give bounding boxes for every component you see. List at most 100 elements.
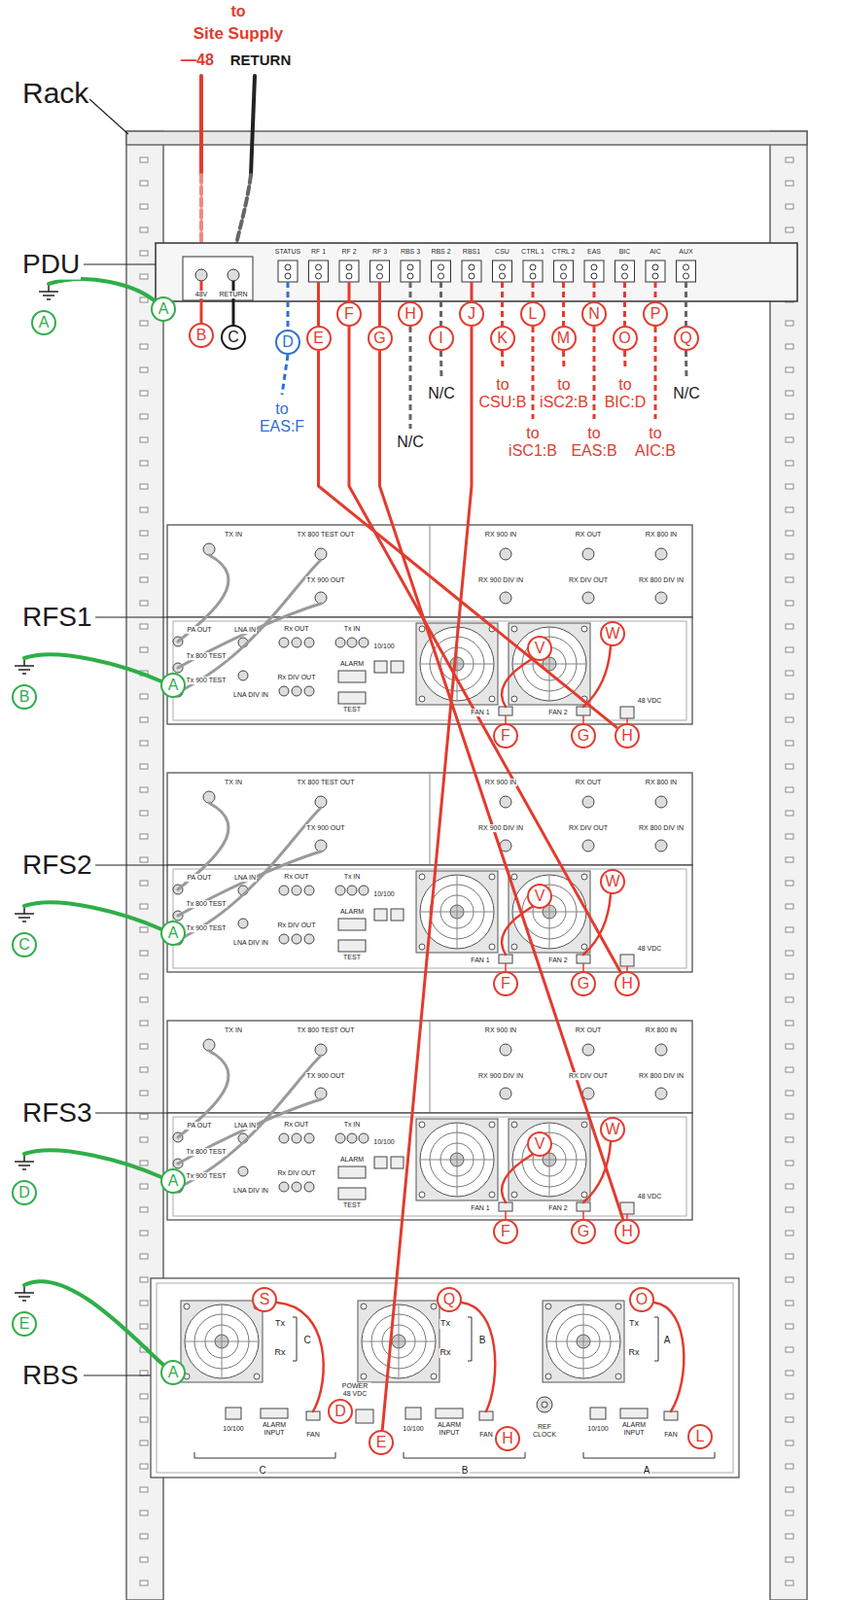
rack-hole <box>140 460 148 466</box>
rack-hole <box>140 1230 148 1236</box>
pdu-port <box>683 273 690 280</box>
leader-line <box>83 263 156 265</box>
rf-connector <box>499 1044 512 1056</box>
rack-hole <box>785 1580 794 1586</box>
rf-connector <box>304 1182 315 1193</box>
callout-circle: G <box>367 325 393 352</box>
bracket <box>525 1452 527 1459</box>
rfs-tray <box>167 1020 693 1114</box>
bracket <box>194 1458 336 1460</box>
fan-symbol <box>583 1304 585 1379</box>
diagram-label: RX 900 DIV IN <box>477 824 525 833</box>
fan-symbol <box>508 623 591 705</box>
rf-connector <box>499 548 512 561</box>
callout-letter: F <box>500 976 511 992</box>
rf-connector <box>315 1044 327 1056</box>
pdu-port <box>339 260 359 282</box>
diagram-label: Tx 900 TEST <box>184 676 227 685</box>
rack-hole <box>785 1510 794 1516</box>
callout-circle: G <box>570 1219 597 1245</box>
diagram-label: ALARM <box>339 660 365 668</box>
pdu-port <box>284 264 291 271</box>
coax-cable <box>177 803 229 890</box>
rf-connector <box>655 592 668 604</box>
callout-circle: L <box>687 1424 713 1450</box>
fan-symbol <box>456 875 458 949</box>
coax-cable <box>177 807 321 941</box>
rack-hole <box>785 1394 794 1400</box>
rf-connector <box>279 934 289 945</box>
fan-symbol <box>430 1303 437 1310</box>
diagram-label: RETURN <box>229 52 293 70</box>
diagram-label: TX 800 TEST OUT <box>296 778 356 787</box>
ground-symbol <box>22 920 27 923</box>
fan-cable <box>461 1302 495 1412</box>
cable <box>562 351 566 371</box>
pdu-port <box>615 260 635 282</box>
diagram-label: to iSC2:B <box>538 376 590 411</box>
dsub-connector <box>260 1408 288 1419</box>
pdu-port <box>316 273 322 280</box>
rfs-chassis <box>167 1113 693 1221</box>
callout-circle: A <box>31 310 57 336</box>
dsub-connector <box>338 1188 366 1200</box>
callout-circle: E <box>306 325 332 352</box>
rack-hole <box>140 647 148 653</box>
fan-symbol <box>360 1373 367 1380</box>
diagram-label: RX DIV OUT <box>567 824 609 833</box>
rack-hole <box>785 787 794 793</box>
rack-hole <box>140 1207 148 1213</box>
pdu-port <box>523 260 543 282</box>
diagram-label: LNA DIV IN <box>232 939 270 948</box>
pdu-port <box>377 264 384 271</box>
rf-connector <box>291 686 302 697</box>
rack-hole <box>785 507 794 513</box>
pdu-port <box>584 260 604 282</box>
diagram-label: RX 800 DIV IN <box>637 1072 685 1081</box>
callout-circle: O <box>629 1287 655 1313</box>
callout-letter: G <box>577 728 590 744</box>
panel-divider <box>429 525 431 618</box>
bracket <box>583 1452 585 1459</box>
ground-symbol <box>18 1296 31 1299</box>
callout-circle: E <box>11 1311 37 1337</box>
rack-hole <box>785 1464 794 1470</box>
diagram-label: RX DIV OUT <box>567 576 609 585</box>
pdu-port <box>676 260 697 282</box>
diagram-label: to iSC1:B <box>507 424 559 459</box>
callout-circle: O <box>612 325 638 352</box>
rack-hole <box>785 974 794 980</box>
callout-letter: E <box>313 330 324 347</box>
leader-line <box>504 963 507 972</box>
leader-line <box>504 715 507 724</box>
rack-hole <box>785 717 794 723</box>
diagram-label: ALARM INPUT <box>618 1421 650 1437</box>
pdu-port <box>468 264 475 271</box>
ground-wire <box>24 902 162 930</box>
rack-hole <box>140 880 148 886</box>
fan-symbol <box>419 1122 425 1128</box>
bnc-connector <box>536 1397 553 1413</box>
fan-symbol <box>581 944 588 950</box>
fan-symbol <box>511 944 518 950</box>
callout-letter: A <box>168 925 179 942</box>
rack-hole <box>785 1300 794 1306</box>
callout-letter: L <box>696 1429 705 1445</box>
rack-hole <box>785 647 794 653</box>
pdu-port <box>346 273 352 280</box>
rack-hole <box>140 834 148 840</box>
cable <box>439 351 444 381</box>
diagram-label: RBS 3 <box>399 247 422 256</box>
diagram-label: Rx <box>439 1348 453 1359</box>
pdu-port <box>499 264 506 271</box>
pdu-port <box>438 264 445 271</box>
rf-connector <box>291 934 302 945</box>
rack-hole <box>785 1230 794 1236</box>
rack-hole <box>140 157 148 163</box>
rack-hole <box>785 157 794 163</box>
rf-connector <box>238 1166 248 1177</box>
diagram-label: Tx IN <box>343 625 362 633</box>
callout-letter: V <box>534 1136 546 1153</box>
dsub-connector <box>338 918 366 931</box>
rack-hole <box>785 367 794 373</box>
